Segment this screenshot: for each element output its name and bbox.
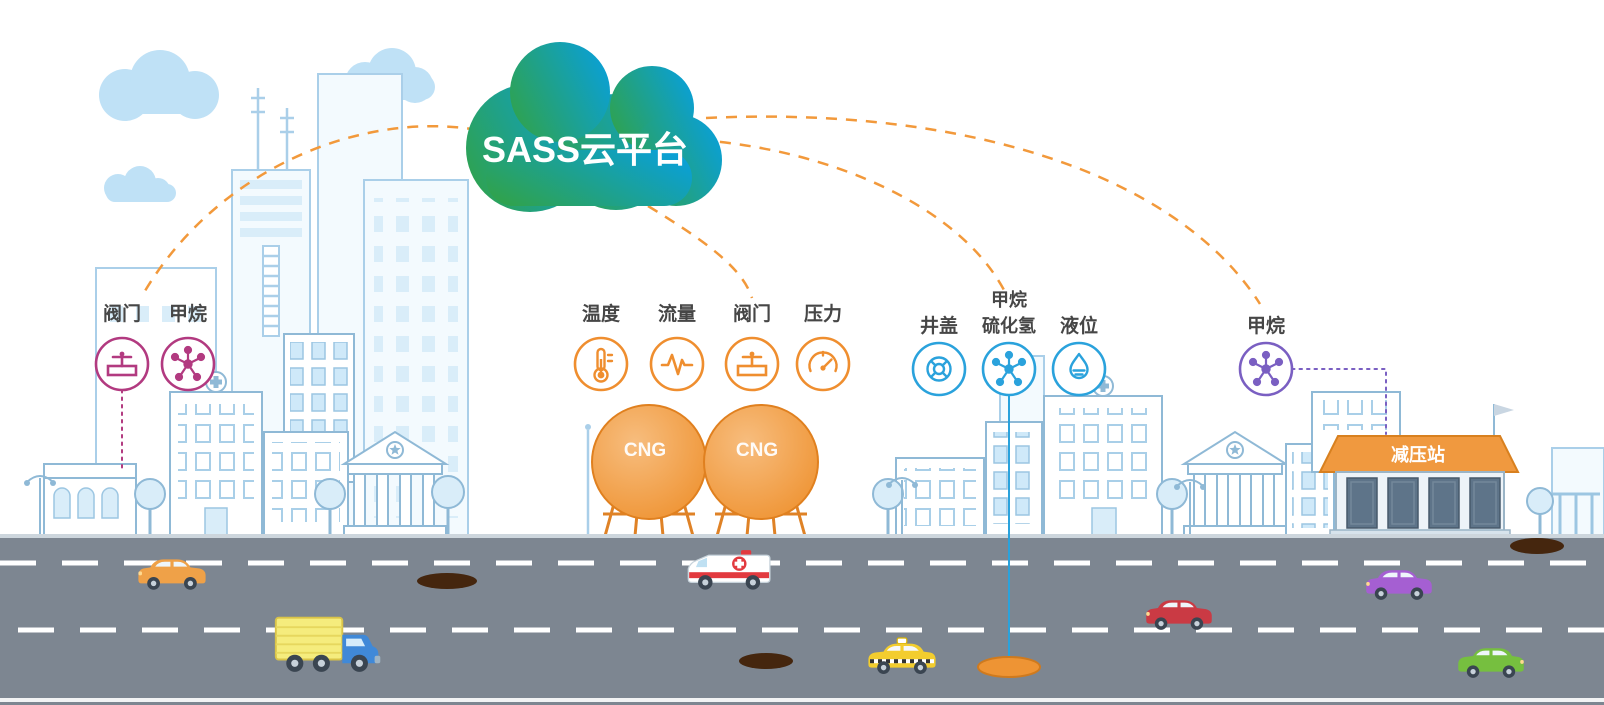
tree — [314, 478, 346, 536]
sensor-label: 阀门 — [103, 302, 141, 325]
door — [204, 507, 228, 537]
window-grid — [1054, 408, 1152, 502]
tank-trestle — [603, 499, 807, 537]
connection-arc-cng — [647, 204, 754, 299]
valve-icon — [724, 336, 780, 392]
sensor-label: 温度 — [582, 302, 621, 325]
station-roof — [1318, 435, 1520, 473]
station-label: 减压站 — [1391, 444, 1445, 465]
connection-arc-underground — [699, 138, 1006, 291]
bank-building-left — [340, 430, 450, 537]
street-lamp — [24, 475, 56, 536]
connection-arc-station — [705, 115, 1262, 305]
tree — [1526, 487, 1554, 536]
cng-tank — [591, 404, 707, 520]
window-grid — [992, 432, 1036, 524]
road-stain — [417, 573, 477, 589]
cloud-platform-title: SASS云平台 — [482, 129, 688, 170]
tree — [431, 475, 465, 536]
city-buildings-left-front — [24, 371, 465, 537]
sensor-label: 压力 — [804, 302, 842, 325]
molecule-icon — [1238, 341, 1294, 397]
tree — [134, 478, 166, 536]
cloud-shape — [104, 166, 176, 202]
tower-ladder — [262, 245, 280, 337]
arch-windows — [53, 487, 119, 519]
connection-arc-left — [140, 125, 479, 297]
sensor-label: 硫化氢 — [982, 315, 1036, 336]
molecule-icon — [981, 341, 1037, 397]
sensor-connector-line — [1291, 368, 1387, 435]
cloud-connections — [140, 115, 1262, 305]
sensor-label: 阀门 — [733, 302, 771, 325]
street-lamp — [1174, 479, 1206, 536]
sensor-label: 甲烷 — [1247, 314, 1285, 337]
station-doors — [1346, 477, 1501, 529]
curb — [0, 534, 1604, 538]
window-grid — [178, 404, 254, 504]
cloud-platform: SASS云平台 — [466, 42, 722, 212]
road-stain — [739, 653, 793, 669]
sensor-label: 流量 — [658, 302, 696, 325]
flow-icon — [649, 336, 705, 392]
cloud-icon — [466, 42, 722, 212]
cng-tank-label: CNG — [736, 440, 778, 461]
sensor-group-city-pipeline: 阀门 甲烷 — [94, 302, 216, 471]
cng-tank — [703, 404, 819, 520]
door — [1091, 507, 1117, 537]
sensor-label: 甲烷 — [991, 289, 1027, 310]
sensor-group-cng-storage: 温度 流量 阀门 压力 — [573, 302, 851, 392]
window-grid — [1318, 400, 1394, 430]
sensor-label: 甲烷 — [169, 302, 207, 325]
road-surface — [0, 538, 1604, 705]
antenna-icon — [251, 88, 294, 170]
star-icon — [389, 444, 401, 455]
sensor-label: 液位 — [1060, 314, 1098, 337]
sensor-group-underground: 井盖 甲烷 硫化氢 液位 — [911, 289, 1107, 397]
level-icon — [1051, 341, 1107, 397]
window-grid — [104, 292, 208, 332]
road — [0, 534, 1604, 705]
manhole-icon — [911, 341, 967, 397]
tree — [872, 478, 904, 536]
pressure-reduction-station: 减压站 — [1311, 391, 1604, 537]
valve-icon — [94, 336, 150, 392]
sensor-label: 井盖 — [920, 314, 958, 337]
cng-tank-farm: CNG CNG — [585, 404, 819, 537]
flag-icon — [1494, 404, 1514, 416]
underground-leak-spot — [977, 656, 1041, 678]
tower-stripes — [240, 180, 302, 237]
street-lamp — [886, 477, 918, 536]
molecule-icon — [160, 336, 216, 392]
sensor-group-pressure-station: 甲烷 — [1238, 314, 1387, 435]
star-icon — [1229, 444, 1241, 455]
window-grid — [904, 468, 976, 526]
road-stain — [1510, 538, 1564, 554]
pipe-rack — [1552, 492, 1600, 536]
gauge-icon — [795, 336, 851, 392]
cng-tank-label: CNG — [624, 440, 666, 461]
thermometer-icon — [573, 336, 629, 392]
cloud-shape — [99, 50, 219, 121]
